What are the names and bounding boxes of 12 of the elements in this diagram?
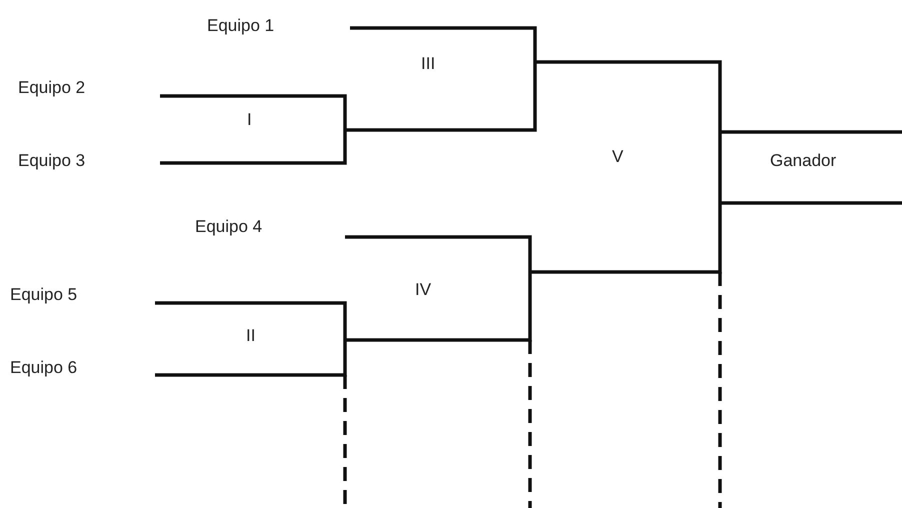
bracket-label: Equipo 1	[207, 16, 274, 36]
bracket-label: I	[247, 110, 252, 130]
bracket-label: Equipo 2	[18, 78, 86, 98]
bracket-label: Ganador	[770, 151, 836, 171]
bracket-label: IV	[415, 280, 432, 300]
bracket-label: Equipo 5	[10, 285, 78, 305]
bracket-label: III	[421, 54, 436, 74]
bracket-label: II	[246, 326, 256, 346]
bracket-label: Equipo 3	[18, 151, 86, 171]
bracket-label: Equipo 6	[10, 358, 78, 378]
bracket-label: V	[612, 147, 624, 167]
bracket-label: Equipo 4	[195, 217, 262, 237]
